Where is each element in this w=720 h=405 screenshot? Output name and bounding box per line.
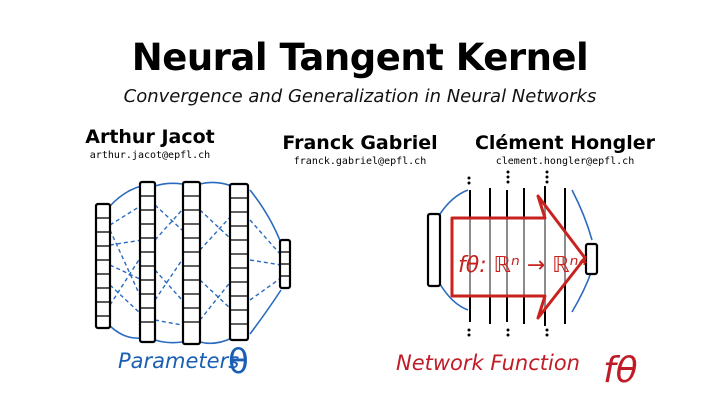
author-email: arthur.jacot@epfl.ch (89, 150, 211, 161)
theta-symbol: θ (228, 342, 249, 382)
author-block-gabriel: Franck Gabriel franck.gabriel@epfl.ch (270, 132, 450, 167)
author-block-jacot: Arthur Jacot arthur.jacot@epfl.ch (60, 126, 240, 161)
author-email: clement.hongler@epfl.ch (495, 156, 635, 167)
parameters-label: Parameters (118, 349, 239, 373)
author-name: Franck Gabriel (282, 132, 438, 154)
author-name: Clément Hongler (474, 132, 656, 154)
author-email: franck.gabriel@epfl.ch (293, 156, 427, 167)
page-title: Neural Tangent Kernel (131, 36, 589, 79)
author-name: Arthur Jacot (85, 126, 215, 148)
author-block-hongler: Clément Hongler clement.hongler@epfl.ch (470, 132, 660, 167)
network-function-label: Network Function (396, 351, 580, 375)
f-theta-symbol: fθ (603, 350, 638, 391)
arrow-function-text: fθ: ℝⁿ → ℝⁿ⁴ (458, 253, 587, 278)
page-subtitle: Convergence and Generalization in Neural… (123, 86, 597, 107)
